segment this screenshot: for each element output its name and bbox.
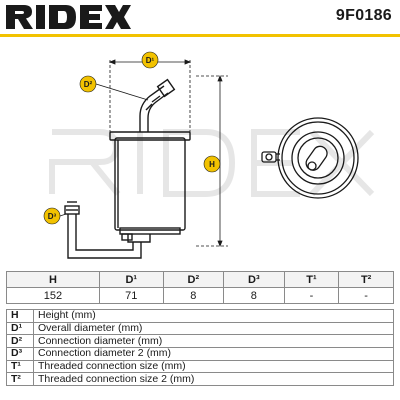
legend-table: H Height (mm) D¹ Overall diameter (mm) D… [6,309,394,387]
legend-row: H Height (mm) [6,309,394,323]
legend-code: D¹ [6,321,34,336]
badge-d1: D¹ [141,51,159,69]
spec-header-d3: D³ [223,271,285,288]
legend-desc: Threaded connection size 2 (mm) [33,372,394,387]
filter-side-view [64,78,191,259]
spec-header-h: H [6,271,100,288]
dimension-lines [59,59,228,248]
legend-desc: Overall diameter (mm) [33,321,394,336]
badge-d2-label: D² [84,80,93,89]
spec-value-d3: 8 [223,287,285,304]
ridex-watermark [49,129,375,197]
badge-h: H [203,155,221,173]
spec-value-t2: - [338,287,394,304]
legend-code: H [6,309,34,323]
legend-row: D³ Connection diameter 2 (mm) [6,347,394,361]
spec-header-t2: T² [338,271,394,288]
legend-row: D² Connection diameter (mm) [6,334,394,349]
spec-value-d2: 8 [162,287,225,304]
spec-table: H D¹ D² D³ T¹ T² 152 71 8 8 - - [6,271,394,304]
spec-value-h: 152 [6,287,100,304]
legend-code: T¹ [6,359,34,374]
spec-value-row: 152 71 8 8 - - [6,287,394,304]
badge-d3-label: D³ [48,212,57,221]
technical-drawing: D¹ D² D³ H [43,51,375,259]
legend-row: T² Threaded connection size 2 (mm) [6,372,394,387]
legend-desc: Threaded connection size (mm) [33,359,394,374]
spec-header-row: H D¹ D² D³ T¹ T² [6,271,394,288]
badge-d2: D² [79,75,97,93]
spec-value-t1: - [283,287,340,304]
badge-d3: D³ [43,207,61,225]
legend-desc: Height (mm) [33,309,394,323]
ridex-logo [6,5,131,29]
header-accent-rule [0,34,400,37]
header: 9F0186 [0,0,400,37]
badge-h-label: H [209,160,215,169]
spec-value-d1: 71 [98,287,164,304]
badge-d1-label: D¹ [146,56,155,65]
legend-code: D² [6,334,34,349]
legend-row: T¹ Threaded connection size (mm) [6,359,394,374]
part-number: 9F0186 [335,7,392,24]
legend-desc: Connection diameter 2 (mm) [33,347,394,361]
legend-desc: Connection diameter (mm) [33,334,394,349]
filter-top-view [261,117,359,199]
spec-header-d2: D² [162,271,225,288]
spec-header-d1: D¹ [98,271,164,288]
legend-row: D¹ Overall diameter (mm) [6,321,394,336]
spec-header-t1: T¹ [283,271,340,288]
legend-code: T² [6,372,34,387]
legend-code: D³ [6,347,34,361]
